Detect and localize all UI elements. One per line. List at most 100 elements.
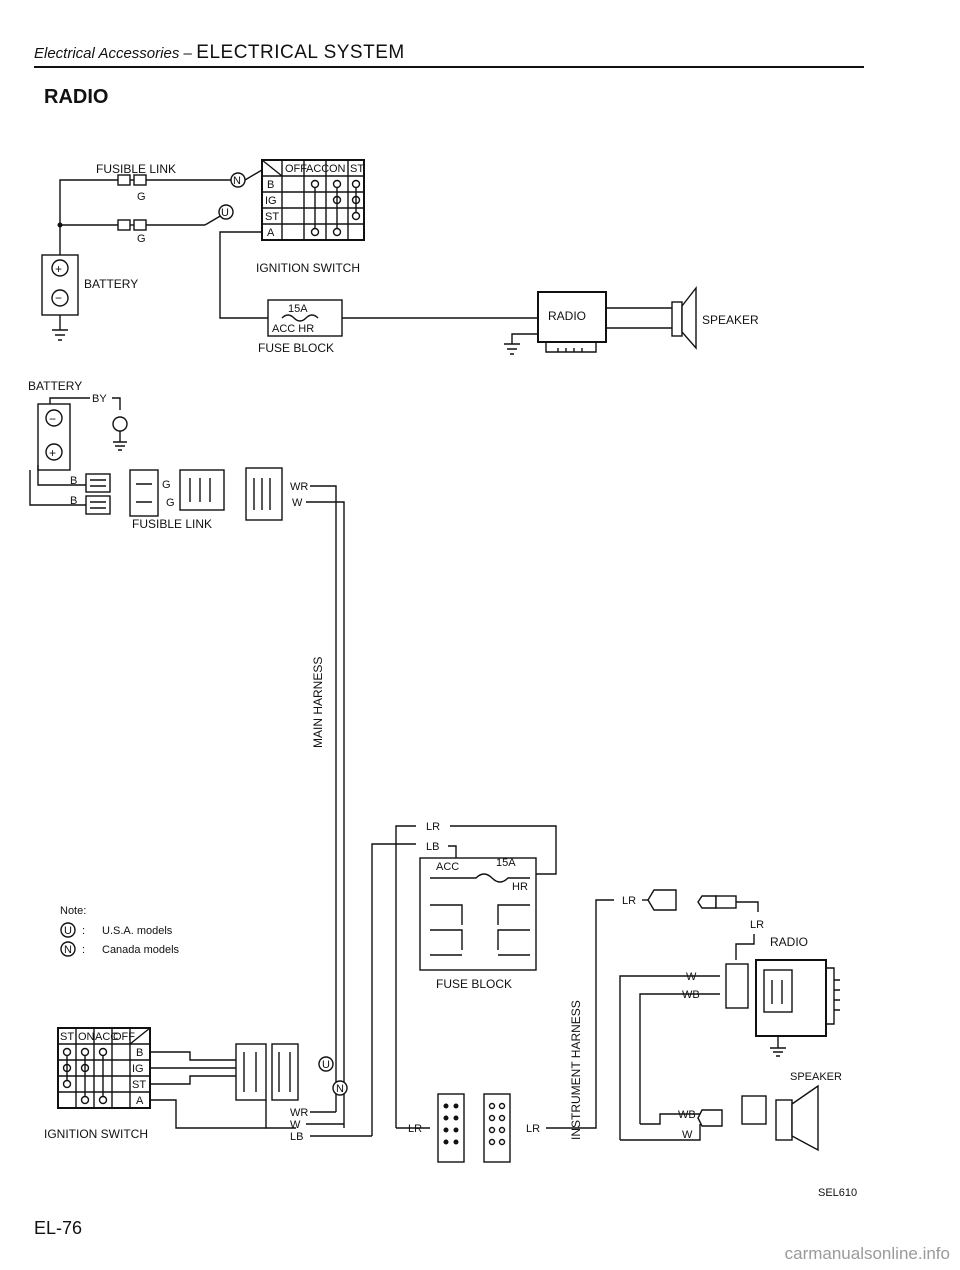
radio-ground xyxy=(504,333,538,355)
wire-wb-speaker: WB xyxy=(678,1109,696,1121)
note-marker-n: N xyxy=(64,944,72,956)
battery-w-minus: − xyxy=(49,412,56,426)
bottom-col-1: ST xyxy=(60,1031,74,1043)
instrument-connector-2 xyxy=(483,1093,511,1163)
wire-g-4: G xyxy=(166,497,175,509)
speaker-plug xyxy=(697,1109,723,1127)
wire-wb-radio: WB xyxy=(682,989,700,1001)
radio-symbol xyxy=(537,291,607,343)
wire-lr-radio: LR xyxy=(622,895,636,907)
fusible-link-1b xyxy=(133,174,147,186)
bottom-row-2: IG xyxy=(132,1063,144,1075)
wiring-fusible-link-label: FUSIBLE LINK xyxy=(132,517,212,531)
battery-plus-sign: + xyxy=(55,262,62,276)
speaker-label: SPEAKER xyxy=(702,313,759,327)
instrument-harness-label: INSTRUMENT HARNESS xyxy=(569,1000,583,1140)
section-name: Electrical Accessories – xyxy=(34,45,192,62)
battery-b-wire-2 xyxy=(29,470,86,506)
wire-lb-fuse: LB xyxy=(426,841,439,853)
wire-wr-bottom: WR xyxy=(290,1107,308,1119)
switch-row-2: IG xyxy=(265,195,277,207)
chapter-name: ELECTRICAL SYSTEM xyxy=(196,42,405,63)
ignition-to-connector-wires xyxy=(150,1051,266,1129)
wire-lr-radio-2: LR xyxy=(750,919,764,931)
fuse-block-feed xyxy=(371,825,416,1136)
bottom-col-2: ON xyxy=(78,1031,95,1043)
battery-w-plus: + xyxy=(49,446,56,460)
speaker-bottom-magnet xyxy=(775,1099,793,1141)
speaker-connector xyxy=(741,1095,767,1125)
wire-w-bottom: W xyxy=(290,1119,301,1131)
wire-b-2: B xyxy=(70,495,77,507)
radio-bottom-label: RADIO xyxy=(770,935,808,949)
marker-u-top xyxy=(218,204,234,220)
battery-feed-wire xyxy=(59,179,118,255)
fuse-block-bottom-label: FUSE BLOCK xyxy=(436,977,512,991)
wire-w-speaker: W xyxy=(682,1129,693,1141)
bottom-ignition-label: IGNITION SWITCH xyxy=(44,1127,148,1141)
radio-unit xyxy=(755,959,827,1037)
fusible-link-2b xyxy=(133,219,147,231)
main-harness-label: MAIN HARNESS xyxy=(311,657,325,748)
note-sep-u: : xyxy=(82,925,85,937)
wire-lr-bottom-2: LR xyxy=(526,1123,540,1135)
note-sep-n: : xyxy=(82,944,85,956)
wiring-battery-label: BATTERY xyxy=(28,379,82,393)
fusible-link-2 xyxy=(117,219,131,231)
main-harness-connector xyxy=(245,467,283,521)
speaker-cone xyxy=(681,285,697,350)
wiring-section: BATTERY BY − + B B G G FUSIBLE xyxy=(28,379,842,1163)
schematic-section: FUSIBLE LINK G N G U + xyxy=(41,159,759,355)
body-ground xyxy=(113,431,127,451)
acc-feed-wire xyxy=(219,231,268,319)
note-marker-u: U xyxy=(64,925,72,937)
radio-bottom-ground xyxy=(770,1036,786,1057)
switch-contacts xyxy=(310,179,361,237)
main-harness-trunk xyxy=(306,485,345,1128)
wire-g-2: G xyxy=(137,233,146,245)
speaker-feed-wires xyxy=(619,975,720,1140)
switch-col-3: ON xyxy=(329,163,346,175)
marker-n-bottom xyxy=(332,1080,348,1096)
junction-dot xyxy=(57,222,63,228)
battery-label: BATTERY xyxy=(84,277,138,291)
u-lead-wire xyxy=(204,214,223,226)
switch-row-3: ST xyxy=(265,211,279,223)
switch-row-4: A xyxy=(267,227,275,239)
marker-u-top-text: U xyxy=(221,207,229,219)
wire-w-radio: W xyxy=(686,971,697,983)
terminal-block-1 xyxy=(85,473,111,493)
fuse-terminals: ACC HR xyxy=(272,323,314,335)
page-header: Electrical Accessories – ELECTRICAL SYST… xyxy=(34,42,405,64)
radio-to-speaker-wire xyxy=(606,307,672,329)
header-rule xyxy=(34,66,864,68)
speaker-bottom-label: SPEAKER xyxy=(790,1071,842,1083)
wire-lb-bottom: LB xyxy=(290,1131,303,1143)
switch-col-2: ACC xyxy=(306,163,329,175)
bottom-row-1: B xyxy=(136,1047,143,1059)
ignition-harness-connector xyxy=(271,1043,299,1101)
bottom-col-4: OFF xyxy=(113,1031,135,1043)
notes: Note: U : U.S.A. models N : Canada model… xyxy=(60,905,180,957)
terminal-block-2 xyxy=(85,495,111,515)
fusible-link-1 xyxy=(117,174,131,186)
marker-u-bottom xyxy=(318,1056,334,1072)
battery-plus xyxy=(51,259,69,277)
battery-top-wire xyxy=(49,397,90,404)
radio-connector xyxy=(545,342,597,353)
bottom-row-3: ST xyxy=(132,1079,146,1091)
battery-minus xyxy=(51,289,69,307)
wire-lr-bottom-1: LR xyxy=(408,1123,422,1135)
ground-terminal xyxy=(112,416,128,432)
battery-minus-sign: − xyxy=(55,291,62,305)
marker-n-bottom-text: N xyxy=(336,1083,344,1095)
switch-row-1: B xyxy=(267,179,274,191)
marker-n-top-text: N xyxy=(233,175,241,187)
wire-g-1: G xyxy=(137,191,146,203)
battery-ground xyxy=(52,315,68,341)
fuse-acc: ACC xyxy=(436,861,459,873)
fuse-element xyxy=(281,314,319,322)
wire-by: BY xyxy=(92,393,107,405)
